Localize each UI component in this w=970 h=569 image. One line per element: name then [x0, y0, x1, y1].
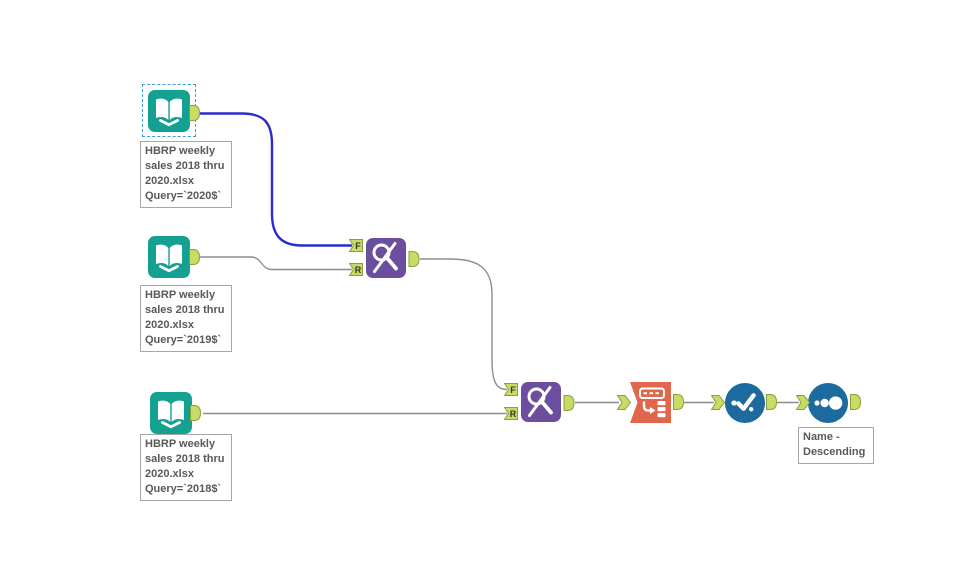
anchor-letter-R: R [510, 409, 517, 419]
transpose-icon [630, 382, 671, 423]
input-data-icon [148, 236, 190, 278]
output-anchor-input-2019[interactable] [189, 249, 200, 265]
unique-icon [724, 382, 766, 424]
output-anchor-input-2020[interactable] [189, 105, 200, 121]
output-anchor-input-2018[interactable] [190, 405, 201, 421]
sort-tool[interactable] [807, 382, 849, 424]
annotation-input-2019[interactable]: HBRP weekly sales 2018 thru 2020.xlsx Qu… [140, 285, 232, 352]
annotation-sort[interactable]: Name - Descending [798, 427, 874, 464]
find-replace-tool-1[interactable] [366, 238, 406, 278]
input-anchor-R-find-replace-1[interactable]: R [349, 263, 363, 276]
output-anchor-unique[interactable] [766, 394, 777, 410]
sort-icon [807, 382, 849, 424]
connection-input2020-findreplace1[interactable] [200, 112, 352, 247]
input-anchor-R-find-replace-2[interactable]: R [504, 407, 518, 420]
input-anchor-sort[interactable] [796, 395, 810, 410]
anchor-letter-F: F [355, 241, 361, 251]
anchor-letter-R: R [355, 265, 362, 275]
input-data-icon [148, 90, 190, 132]
input-anchor-transpose[interactable] [617, 395, 631, 410]
output-anchor-find-replace-2[interactable] [563, 395, 575, 411]
output-anchor-find-replace-1[interactable] [408, 251, 420, 267]
input-anchor-F-find-replace-1[interactable]: F [349, 239, 363, 252]
input-anchor-unique[interactable] [711, 395, 725, 410]
output-anchor-sort[interactable] [850, 394, 861, 410]
find-replace-icon [366, 238, 406, 278]
input-data-icon [150, 392, 192, 434]
anchor-letter-F: F [510, 385, 516, 395]
unique-tool[interactable] [724, 382, 766, 424]
input-data-tool-2018[interactable] [150, 392, 192, 434]
find-replace-icon [521, 382, 561, 422]
input-data-tool-2019[interactable] [148, 236, 190, 278]
input-data-tool-2020[interactable] [148, 90, 190, 132]
find-replace-tool-2[interactable] [521, 382, 561, 422]
transpose-tool[interactable] [630, 382, 671, 423]
annotation-input-2018[interactable]: HBRP weekly sales 2018 thru 2020.xlsx Qu… [140, 434, 232, 501]
connection-findreplace1-findreplace2[interactable] [420, 258, 508, 391]
output-anchor-transpose[interactable] [673, 394, 684, 410]
connection-input2019-findreplace1[interactable] [200, 256, 352, 271]
annotation-input-2020[interactable]: HBRP weekly sales 2018 thru 2020.xlsx Qu… [140, 141, 232, 208]
input-anchor-F-find-replace-2[interactable]: F [504, 383, 518, 396]
